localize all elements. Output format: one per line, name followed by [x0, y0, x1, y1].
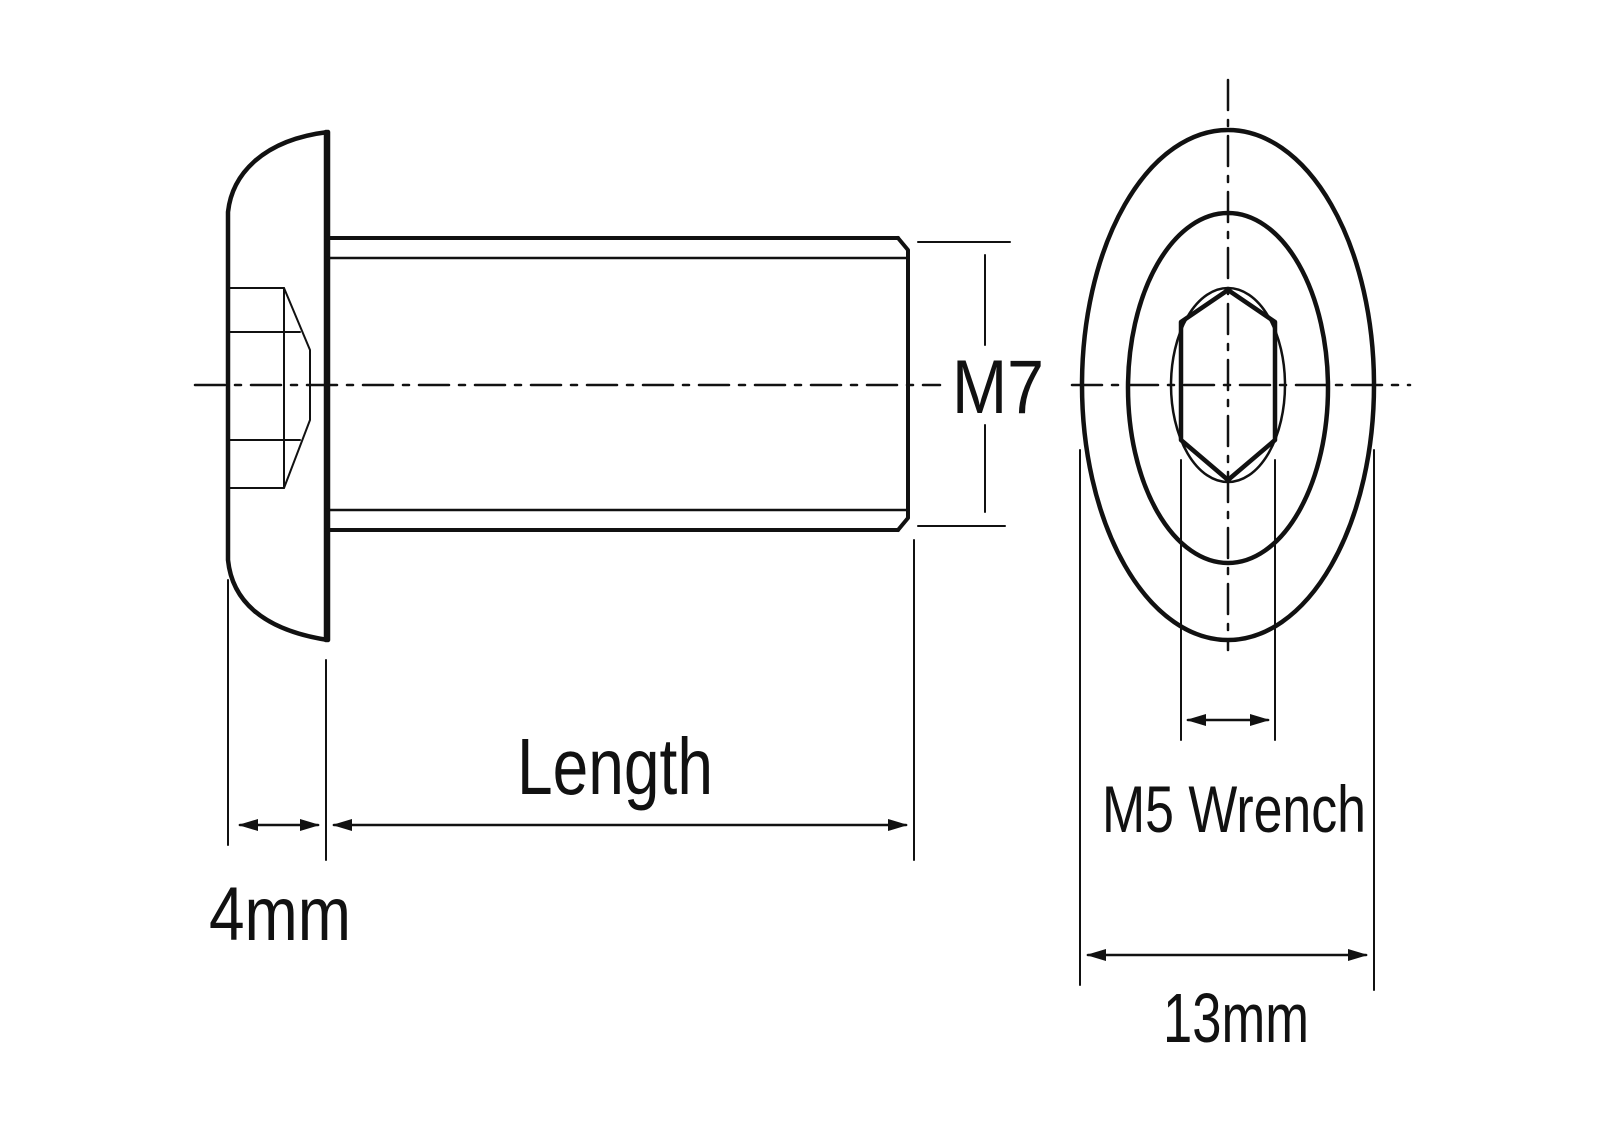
thread-shank — [324, 236, 910, 532]
head-height-label: 4mm — [209, 872, 351, 957]
thread-label: M7 — [952, 345, 1044, 430]
side-extension-lines — [227, 539, 915, 861]
wrench-label: M5 Wrench — [1102, 772, 1366, 846]
hex-socket-hidden — [229, 287, 311, 489]
thread-dimension — [917, 241, 1011, 527]
head-outer-circle — [1079, 127, 1377, 643]
length-label: Length — [517, 722, 713, 811]
hex-socket — [1178, 287, 1278, 483]
head-inner-circle — [1125, 210, 1331, 566]
side-view — [193, 129, 1011, 861]
wrench-dimension — [1180, 459, 1276, 741]
socket-chamfer — [1169, 286, 1287, 484]
head-diameter-label: 13mm — [1163, 979, 1309, 1057]
diameter-dimension — [1079, 449, 1375, 991]
end-view — [1070, 78, 1412, 991]
button-head — [225, 129, 331, 643]
